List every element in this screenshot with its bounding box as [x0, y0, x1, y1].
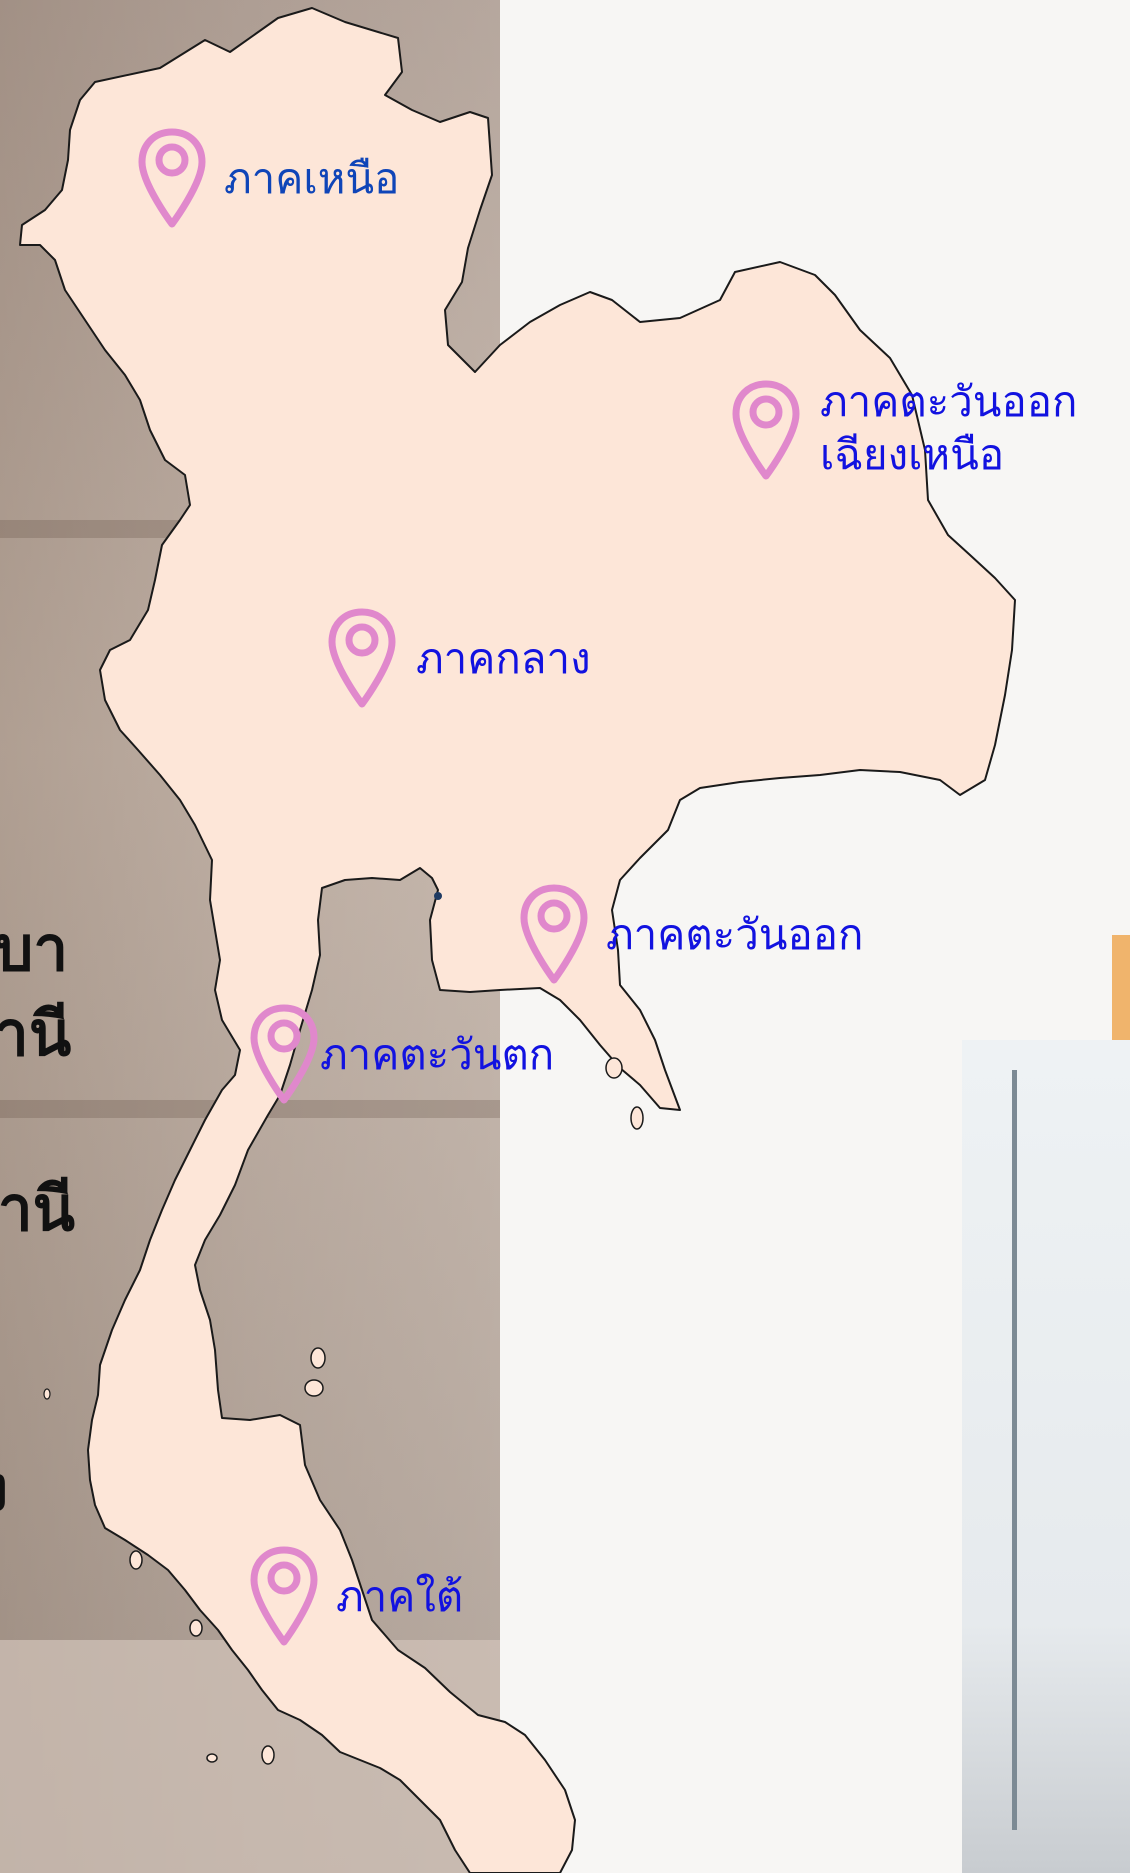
island [261, 1745, 275, 1765]
region-label-northeast: ภาคตะวันออก เฉียงเหนือ [820, 376, 1077, 481]
region-north: ภาคเหนือ [136, 126, 399, 232]
island [43, 1388, 51, 1400]
map-pin-icon [138, 128, 206, 228]
region-west: ภาคตะวันตก [248, 1002, 554, 1108]
side-text-line-5: ง [0, 1440, 8, 1538]
island [129, 1550, 143, 1570]
region-south: ภาคใต้ [248, 1544, 463, 1650]
region-label-west: ภาคตะวันตก [320, 1029, 555, 1079]
side-text-line-3: ธานี [0, 1172, 76, 1245]
island [206, 1753, 218, 1763]
region-label-central: ภาคกลาง [416, 633, 591, 683]
island [304, 1379, 324, 1397]
region-label-northeast-line-2: เฉียงเหนือ [820, 429, 1005, 479]
region-label-northeast-line-1: ภาคตะวันออก [820, 377, 1078, 426]
bangkok-dot [434, 892, 442, 900]
map-pin-icon [250, 1546, 318, 1646]
region-east: ภาคตะวันออก [518, 882, 863, 988]
photo-pole [1012, 1070, 1017, 1830]
island [605, 1057, 623, 1079]
region-label-north: ภาคเหนือ [224, 153, 400, 203]
photo-card [962, 1040, 1130, 1873]
map-pin-icon [520, 884, 588, 984]
side-text-line-2: านี [0, 997, 72, 1070]
map-pin-icon [328, 608, 396, 708]
island [189, 1619, 203, 1637]
map-pin-icon [732, 380, 800, 480]
island [310, 1347, 326, 1369]
region-northeast: ภาคตะวันออก เฉียงเหนือ [730, 376, 1077, 484]
region-label-south: ภาคใต้ [336, 1571, 464, 1621]
photo-accent [1112, 935, 1130, 1040]
region-label-east: ภาคตะวันออก [606, 909, 864, 959]
side-text-line-1: บา [0, 912, 69, 985]
region-central: ภาคกลาง [326, 606, 591, 712]
map-pin-icon [250, 1004, 318, 1104]
island [630, 1106, 644, 1130]
